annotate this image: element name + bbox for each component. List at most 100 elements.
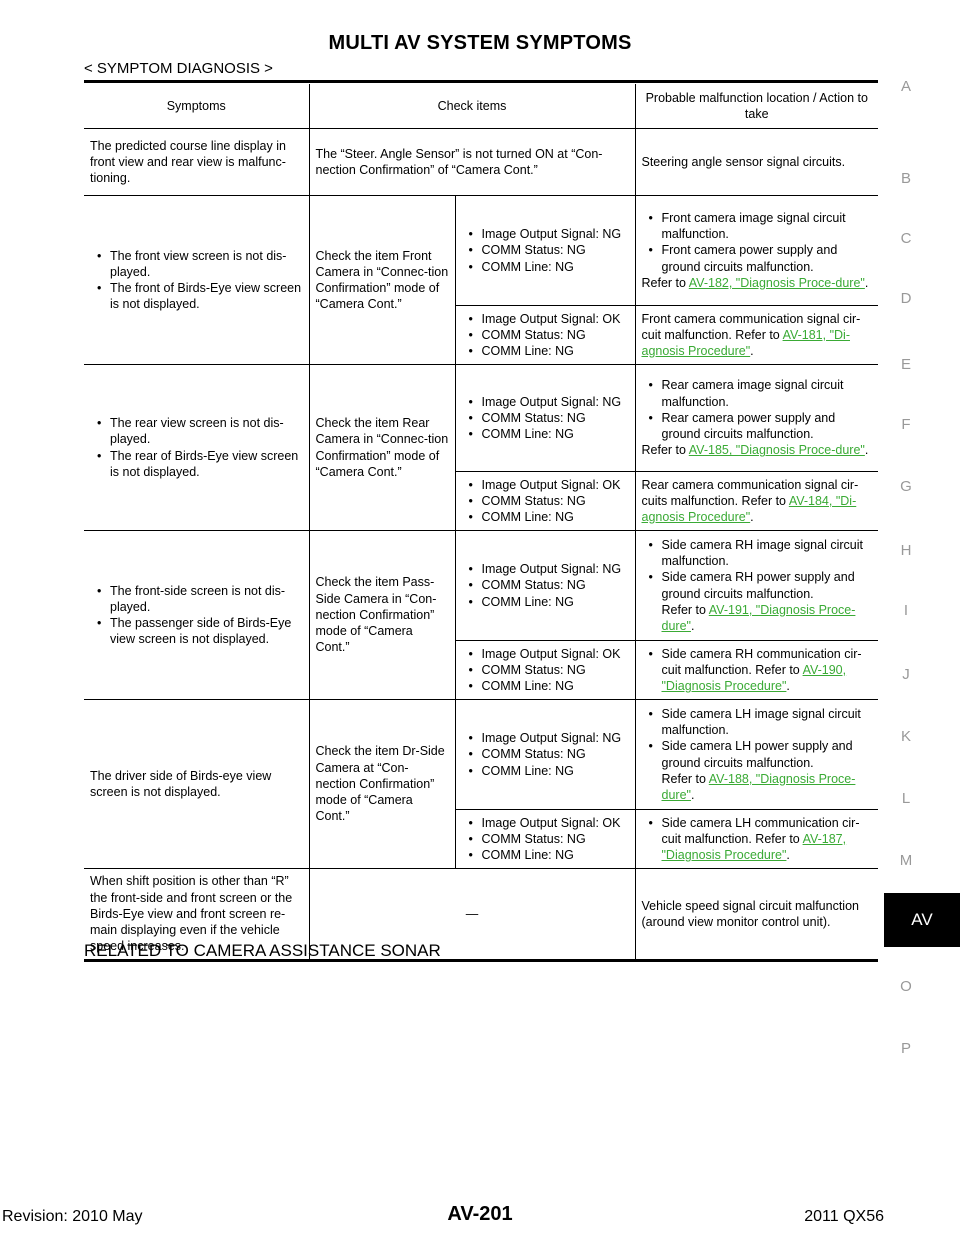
index-letter-o[interactable]: O [900, 978, 912, 995]
index-letter-i[interactable]: I [903, 602, 909, 619]
symptom-cell: The front view screen is not dis-played.… [84, 195, 309, 365]
index-letter-g[interactable]: G [900, 478, 912, 495]
index-letter-e[interactable]: E [900, 356, 911, 373]
list-item: The rear of Birds-Eye view screen is not… [90, 448, 303, 480]
refer-text: Refer to [641, 443, 686, 458]
index-letter-b[interactable]: B [900, 170, 911, 187]
list-item: COMM Line: NG [462, 259, 629, 275]
list-item: COMM Line: NG [462, 594, 629, 610]
list-item: Side camera LH communication cir-cuit ma… [642, 815, 873, 864]
index-letter-p[interactable]: P [900, 1040, 911, 1057]
check-cell: — [308, 868, 635, 962]
index-letter-c[interactable]: C [900, 230, 912, 247]
list-item: COMM Status: NG [462, 493, 629, 509]
list-item: Rear camera power supply and ground circ… [642, 410, 873, 442]
check-item-cell: Image Output Signal: NG COMM Status: NG … [454, 364, 635, 472]
list-item: The front-side screen is not dis-played. [90, 583, 303, 615]
action-cell: Rear camera communication signal cir-cui… [634, 471, 878, 531]
diagnosis-link[interactable]: AV-190, "Diagnosis Procedure" [661, 662, 847, 694]
index-letter-j[interactable]: J [902, 666, 910, 683]
list-item: COMM Line: NG [462, 678, 629, 694]
list-item: The passenger side of Birds-Eye view scr… [90, 615, 303, 647]
footer-revision: Revision: 2010 May [2, 1208, 143, 1225]
diagnosis-link[interactable]: AV-184, "Di-agnosis Procedure" [641, 493, 857, 525]
check-item-cell: Image Output Signal: NG COMM Status: NG … [454, 699, 635, 810]
index-letter-k[interactable]: K [900, 728, 911, 745]
symptom-cell: The rear view screen is not dis-played. … [84, 364, 309, 531]
diagnosis-link[interactable]: AV-181, "Di-agnosis Procedure" [641, 327, 851, 359]
check-item-cell: Image Output Signal: OK COMM Status: NG … [454, 471, 635, 531]
check-item-cell: Image Output Signal: OK COMM Status: NG … [454, 640, 635, 700]
diagnosis-link[interactable]: AV-182, "Diagnosis Proce-dure" [688, 275, 865, 290]
index-letter-d[interactable]: D [900, 290, 912, 307]
list-item: COMM Status: NG [462, 327, 629, 343]
diagnosis-link[interactable]: AV-191, "Diagnosis Proce-dure" [661, 602, 856, 633]
symptom-cell: The predicted course line display in fro… [84, 128, 309, 196]
table-row: The front view screen is not dis-played.… [84, 195, 878, 365]
list-item: The front of Birds-Eye view screen is no… [90, 280, 303, 312]
check-item-cell: Image Output Signal: OK COMM Status: NG … [454, 305, 635, 365]
list-item: COMM Line: NG [462, 847, 629, 863]
section-heading: RELATED TO CAMERA ASSISTANCE SONAR [84, 941, 441, 960]
list-item: Image Output Signal: OK [462, 815, 629, 831]
list-item: COMM Status: NG [462, 662, 629, 678]
header-probable-location: Probable malfunction location / Action t… [634, 84, 878, 129]
list-item: Image Output Signal: NG [462, 394, 629, 410]
symptom-cell: The front-side screen is not dis-played.… [84, 530, 309, 700]
list-item: COMM Status: NG [462, 242, 629, 258]
diagnosis-link[interactable]: AV-188, "Diagnosis Proce-dure" [661, 771, 856, 802]
table-row: Image Output Signal: OK COMM Status: NG … [84, 305, 878, 365]
action-cell: Front camera image signal circuit malfun… [634, 195, 878, 306]
list-item: COMM Line: NG [462, 763, 629, 779]
diagnosis-link[interactable]: AV-187, "Diagnosis Procedure" [661, 831, 847, 863]
refer-text: Refer to [641, 275, 686, 290]
index-tab-active[interactable]: AV [884, 893, 960, 947]
diagnosis-link[interactable]: AV-185, "Diagnosis Proce-dure" [688, 443, 865, 458]
list-item: Image Output Signal: OK [462, 477, 629, 493]
table-row: The front-side screen is not dis-played.… [84, 530, 878, 700]
header-symptoms: Symptoms [84, 84, 309, 129]
action-text: Side camera RH communication cir-cuit ma… [661, 646, 862, 677]
action-text: Side camera LH communication cir-cuit ma… [661, 815, 860, 846]
list-item: COMM Line: NG [462, 426, 629, 442]
check-cell: The “Steer. Angle Sensor” is not turned … [308, 128, 635, 196]
list-item: Image Output Signal: OK [462, 311, 629, 327]
list-item: The front view screen is not dis-played. [90, 248, 303, 280]
index-letter-f[interactable]: F [901, 416, 911, 433]
list-item: COMM Status: NG [462, 410, 629, 426]
action-cell: Vehicle speed signal circuit malfunction… [634, 868, 878, 962]
check-cell: Check the item Dr-Side Camera at “Con-ne… [308, 699, 455, 869]
list-item: Image Output Signal: OK [462, 646, 629, 662]
symptom-cell: When shift position is other than “R” th… [84, 868, 309, 962]
list-item: COMM Status: NG [462, 831, 629, 847]
index-letter-h[interactable]: H [900, 542, 912, 559]
action-cell: Side camera RH communication cir-cuit ma… [634, 640, 878, 700]
action-cell: Side camera LH image signal circuit malf… [634, 699, 878, 810]
table-row: Image Output Signal: OK COMM Status: NG … [84, 471, 878, 531]
list-item: The rear view screen is not dis-played. [90, 415, 303, 447]
symptom-table: Symptoms Check items Probable malfunctio… [84, 84, 878, 962]
table-row: Image Output Signal: OK COMM Status: NG … [84, 640, 878, 700]
breadcrumb: < SYMPTOM DIAGNOSIS > [84, 60, 273, 77]
index-letter-m[interactable]: M [899, 852, 913, 869]
page-number: AV-201 [447, 1203, 513, 1225]
table-row: Image Output Signal: OK COMM Status: NG … [84, 809, 878, 869]
header-check-items: Check items [308, 84, 635, 129]
page-title: MULTI AV SYSTEM SYMPTOMS [328, 32, 632, 54]
check-cell: Check the item Rear Camera in “Connec-ti… [308, 364, 455, 531]
list-item: Rear camera image signal circuit malfunc… [642, 377, 873, 409]
check-cell: Check the item Pass-Side Camera in “Con-… [308, 530, 455, 700]
list-item: Side camera RH communication cir-cuit ma… [642, 646, 873, 695]
list-item: Image Output Signal: NG [462, 730, 629, 746]
table-row: When shift position is other than “R” th… [84, 868, 878, 962]
list-item: COMM Status: NG [462, 577, 629, 593]
symptom-cell: The driver side of Birds-eye view screen… [84, 699, 309, 869]
action-text: Front camera communication signal cir-cu… [641, 311, 861, 342]
list-item: COMM Status: NG [462, 746, 629, 762]
list-item: Image Output Signal: NG [462, 226, 629, 242]
refer-text: Refer to [661, 602, 706, 617]
index-letter-a[interactable]: A [900, 78, 911, 95]
list-item: Side camera LH power supply and ground c… [642, 738, 873, 770]
list-item: Front camera image signal circuit malfun… [642, 210, 873, 242]
index-letter-l[interactable]: L [901, 790, 911, 807]
